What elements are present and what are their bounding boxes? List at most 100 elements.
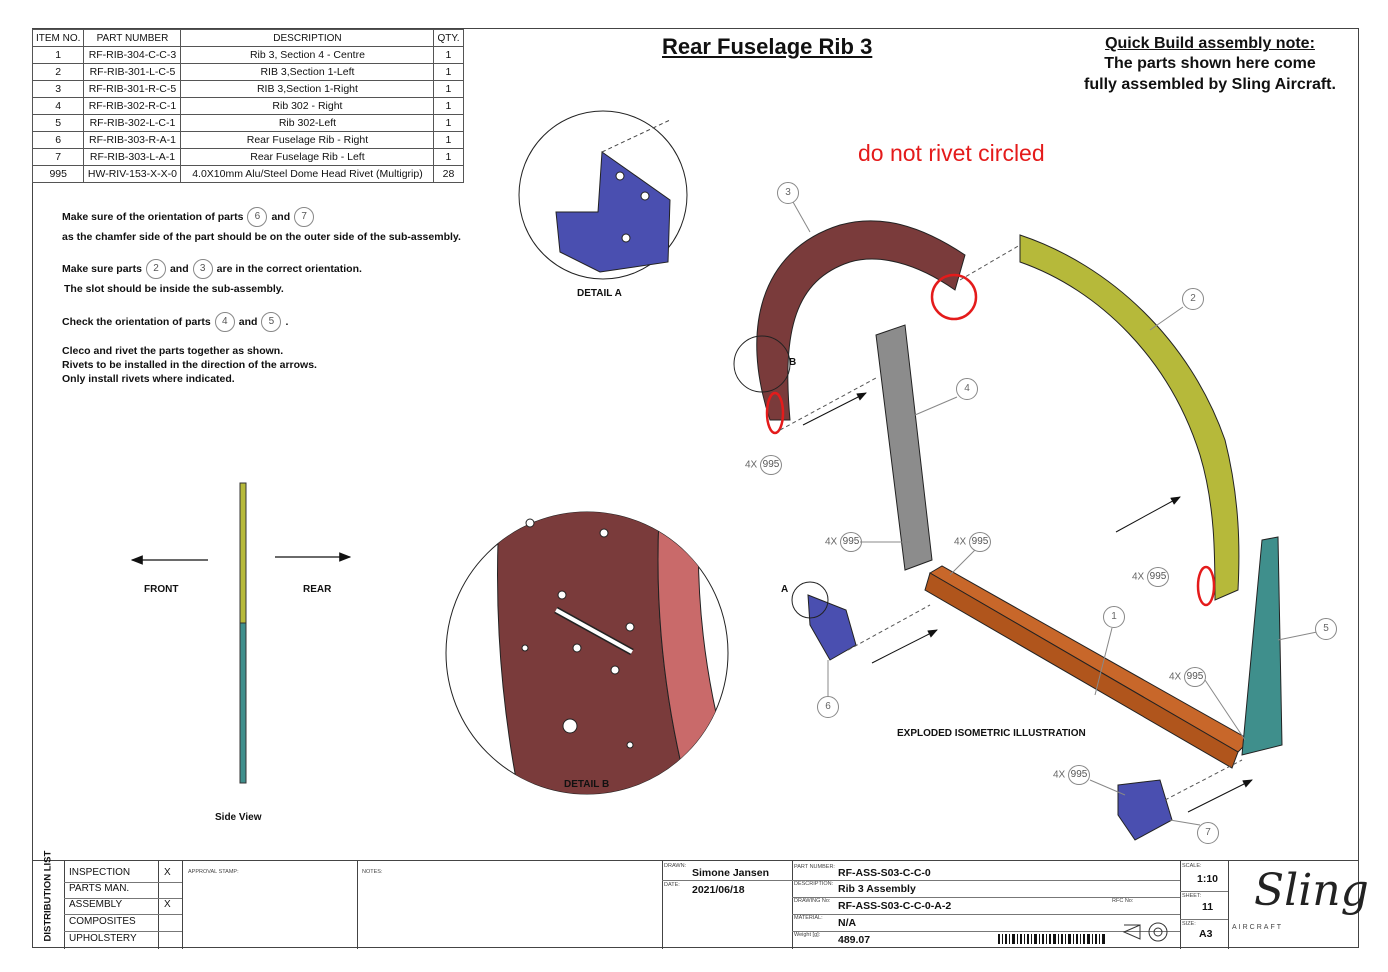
instruction-text: . xyxy=(285,315,289,328)
dist-name: ASSEMBLY xyxy=(69,899,123,910)
part-bubble: 4 xyxy=(214,312,235,332)
rivet-callout: 4X 995 xyxy=(825,532,863,552)
projection-symbol-icon xyxy=(1122,922,1168,942)
instruction-text: Make sure of the orientation of parts xyxy=(62,210,244,223)
approval-stamp-label: APPROVAL STAMP: xyxy=(188,869,239,875)
rivet-callout: 4X 995 xyxy=(1169,667,1207,687)
detail-a-label: DETAIL A xyxy=(577,288,622,299)
weight: 489.07 xyxy=(838,934,871,946)
instruction-text: Make sure parts xyxy=(62,262,142,275)
drawing-number: RF-ASS-S03-C-C-0-A-2 xyxy=(838,900,952,912)
quick-build-note: Quick Build assembly note: The parts sho… xyxy=(1070,35,1350,95)
part-callout: 3 xyxy=(777,182,799,204)
scale-label: SCALE: xyxy=(1182,863,1202,869)
distribution-list-label: DISTRIBUTION LIST xyxy=(42,850,54,941)
part-bubble: 5 xyxy=(261,312,282,332)
red-annotation: do not rivet circled xyxy=(858,140,1045,166)
part-callout: 1 xyxy=(1103,606,1125,628)
cell: RF-RIB-304-C-C-3 xyxy=(83,46,182,64)
exploded-view-label: EXPLODED ISOMETRIC ILLUSTRATION xyxy=(897,728,1086,739)
detail-b-marker: B xyxy=(789,357,797,368)
quick-build-line: fully assembled by Sling Aircraft. xyxy=(1084,76,1336,93)
rear-label: REAR xyxy=(303,584,332,595)
drawing-date: 2021/06/18 xyxy=(692,884,745,896)
distribution-list-cell: DISTRIBUTION LIST xyxy=(32,850,64,941)
rivet-callout: 4X 995 xyxy=(1132,567,1170,587)
material: N/A xyxy=(838,917,857,929)
sheet-size: A3 xyxy=(1199,928,1213,940)
size-label: SIZE: xyxy=(1182,921,1196,927)
rivet-callout: 4X 995 xyxy=(954,532,992,552)
description: Rib 3 Assembly xyxy=(838,883,916,895)
cell: RF-RIB-303-L-A-1 xyxy=(83,148,182,166)
rivet-bubble: 995 xyxy=(840,532,863,552)
instruction-line: as the chamfer side of the part should b… xyxy=(62,231,461,243)
quick-build-line: The parts shown here come xyxy=(1104,55,1316,72)
detail-b-label: DETAIL B xyxy=(564,779,610,790)
detail-a-view xyxy=(518,110,688,280)
part-callout: 7 xyxy=(1197,822,1219,844)
part-number-label: PART NUMBER: xyxy=(794,864,835,870)
date-label: DATE: xyxy=(664,882,680,888)
drawing-sheet xyxy=(32,28,1359,948)
material-label: MATERIAL: xyxy=(794,915,823,921)
instruction-line: Cleco and rivet the parts together as sh… xyxy=(62,345,284,357)
detail-a-marker: A xyxy=(781,584,789,595)
cell: RF-RIB-302-R-C-1 xyxy=(83,97,182,115)
part-bubble: 7 xyxy=(294,207,315,227)
drawing-no-label: DRAWING No: xyxy=(794,898,831,904)
part-bubble: 2 xyxy=(145,259,166,279)
side-view-label: Side View xyxy=(215,812,262,823)
rivet-callout: 4X 995 xyxy=(745,455,783,475)
scale: 1:10 xyxy=(1197,873,1219,885)
drawn-by: Simone Jansen xyxy=(692,867,770,879)
dist-mark: X xyxy=(164,867,171,878)
cell: 1 xyxy=(433,63,464,81)
dist-name: INSPECTION xyxy=(69,867,131,878)
instruction-line: The slot should be inside the sub-assemb… xyxy=(64,283,284,295)
cell: HW-RIV-153-X-X-0 xyxy=(83,165,182,183)
rivet-bubble: 995 xyxy=(1147,567,1170,587)
rivet-qty: 4X xyxy=(954,536,967,548)
part-callout: 2 xyxy=(1182,288,1204,310)
instruction-line: Rivets to be installed in the direction … xyxy=(62,359,317,371)
rivet-bubble: 995 xyxy=(969,532,992,552)
dist-name: COMPOSITES xyxy=(69,916,136,927)
rivet-qty: 4X xyxy=(1169,671,1182,683)
logo-subtitle: AIRCRAFT xyxy=(1232,924,1283,931)
dist-name: UPHOLSTERY xyxy=(69,933,137,944)
rfc-label: RFC No: xyxy=(1112,898,1134,904)
quick-build-heading: Quick Build assembly note: xyxy=(1105,35,1315,52)
notes-label: NOTES: xyxy=(362,869,383,875)
instruction-text: and xyxy=(169,262,189,275)
cell: 995 xyxy=(31,165,85,183)
sheet-number: 11 xyxy=(1202,901,1214,913)
cell: RF-RIB-303-R-A-1 xyxy=(83,131,182,149)
part-bubble: 3 xyxy=(192,259,213,279)
part-callout: 6 xyxy=(817,696,839,718)
sling-logo: Sling xyxy=(1254,865,1369,916)
assembly-illustration xyxy=(130,110,1318,841)
rivet-bubble: 995 xyxy=(1068,765,1091,785)
rivet-qty: 4X xyxy=(1132,571,1145,583)
title-block: DISTRIBUTION LIST INSPECTION X PARTS MAN… xyxy=(32,850,1369,949)
instruction-text: are in the correct orientation. xyxy=(216,262,362,275)
part-callout: 5 xyxy=(1315,618,1337,640)
rivet-callout: 4X 995 xyxy=(1053,765,1091,785)
part-callout: 4 xyxy=(956,378,978,400)
cell: 28 xyxy=(433,165,464,183)
instruction-text: and xyxy=(271,210,291,223)
instruction-text: Check the orientation of parts xyxy=(62,315,211,328)
drawing-title: Rear Fuselage Rib 3 xyxy=(662,34,873,59)
bom-header-row: ITEM NO. PART NUMBER DESCRIPTION QTY. xyxy=(31,29,464,47)
barcode-icon xyxy=(998,934,1105,944)
dist-name: PARTS MAN. xyxy=(69,883,130,894)
